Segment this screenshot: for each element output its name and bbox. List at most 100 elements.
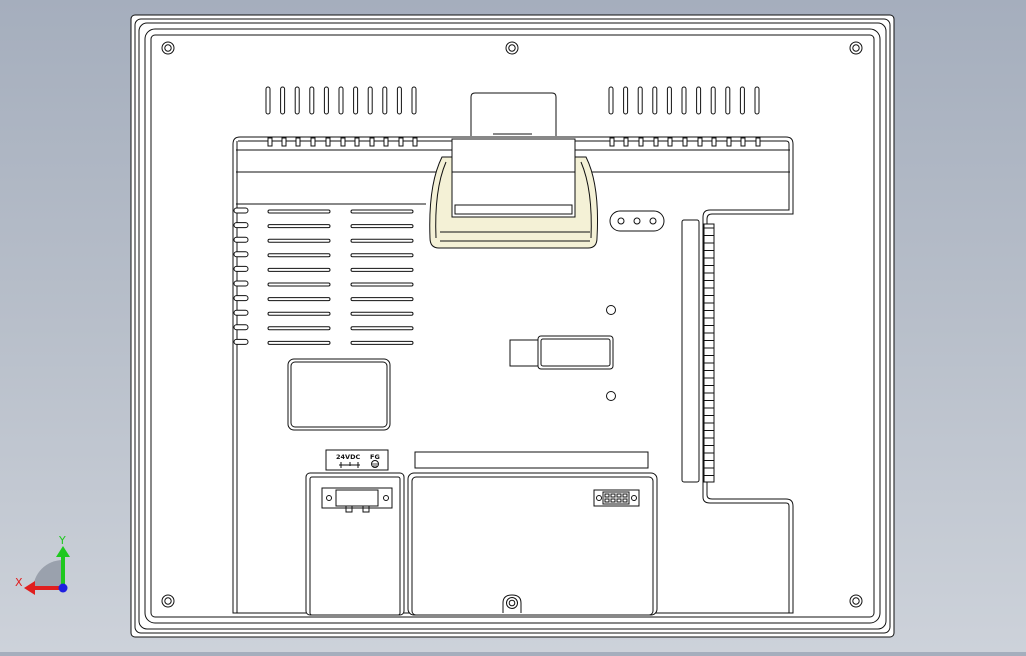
grille-slot	[350, 282, 414, 287]
fg-label: FG	[370, 453, 380, 461]
grille-slot	[350, 253, 414, 258]
housing-peg	[755, 137, 761, 147]
side-nub	[233, 236, 249, 243]
housing-peg	[623, 137, 629, 147]
side-nub	[233, 338, 249, 345]
housing-peg	[267, 137, 273, 147]
housing-peg	[369, 137, 375, 147]
vent-slot	[396, 86, 402, 115]
vent-slot	[754, 86, 760, 115]
housing-peg	[281, 137, 287, 147]
housing-peg	[653, 137, 659, 147]
side-nub	[233, 309, 249, 316]
screw-bottom-right	[849, 594, 863, 608]
housing-peg	[340, 137, 346, 147]
side-nub	[233, 222, 249, 229]
vent-slot	[696, 86, 702, 115]
grille-slot	[350, 297, 414, 302]
vent-slot	[323, 86, 329, 115]
housing-peg	[682, 137, 688, 147]
housing-peg	[711, 137, 717, 147]
side-nub	[233, 251, 249, 258]
power-terminal-compartment	[305, 472, 405, 616]
vent-slot	[608, 86, 614, 115]
grille-slot	[350, 209, 414, 214]
grille-slot	[350, 224, 414, 229]
vent-slot	[411, 86, 417, 115]
comm-port-compartment	[407, 472, 658, 616]
grille-slot	[267, 238, 331, 243]
housing-peg	[638, 137, 644, 147]
right-side-ribs	[703, 223, 715, 483]
side-nubs	[233, 207, 249, 345]
grille-slot	[267, 209, 331, 214]
grille-slot	[267, 253, 331, 258]
screw-top-center	[505, 41, 519, 55]
housing-peg	[412, 137, 418, 147]
indicator-led-panel	[609, 210, 665, 232]
screw-top-left	[161, 41, 175, 55]
housing-peg	[325, 137, 331, 147]
grille-slot	[350, 311, 414, 316]
grille-slot	[350, 340, 414, 345]
vent-slot	[725, 86, 731, 115]
y-axis-arrow	[61, 555, 65, 589]
vent-slot	[353, 86, 359, 115]
side-nub	[233, 280, 249, 287]
grille-slot	[267, 340, 331, 345]
screw-top-right	[849, 41, 863, 55]
vent-slot	[367, 86, 373, 115]
power-label: 24VDC	[336, 453, 360, 461]
vent-slot	[666, 86, 672, 115]
vent-slot	[637, 86, 643, 115]
expansion-slot	[681, 219, 700, 483]
side-nub	[233, 295, 249, 302]
screw-bottom-left	[161, 594, 175, 608]
vent-slot	[309, 86, 315, 115]
grille-slot	[350, 326, 414, 331]
housing-peg	[667, 137, 673, 147]
vent-slot	[623, 86, 629, 115]
vent-slot	[338, 86, 344, 115]
housing-peg	[740, 137, 746, 147]
grille-slot	[267, 267, 331, 272]
side-nub	[233, 265, 249, 272]
serial-port	[593, 489, 640, 507]
housing-peg	[398, 137, 404, 147]
y-axis-label: Y	[58, 534, 66, 547]
side-vent-grille	[267, 209, 414, 345]
x-axis-label: X	[15, 576, 23, 589]
housing-peg	[310, 137, 316, 147]
grille-slot	[350, 267, 414, 272]
label-recess-inner	[290, 361, 388, 428]
vent-slot	[294, 86, 300, 115]
grille-slot	[350, 238, 414, 243]
vent-slots-top-left	[265, 86, 417, 115]
housing-peg	[383, 137, 389, 147]
vent-slot	[280, 86, 286, 115]
housing-peg	[697, 137, 703, 147]
vent-slot	[710, 86, 716, 115]
housing-peg	[295, 137, 301, 147]
side-nub	[233, 324, 249, 331]
center-bracket	[429, 92, 599, 249]
coordinate-triad: Y X	[15, 534, 70, 595]
grille-slot	[267, 224, 331, 229]
label-recess	[287, 358, 391, 431]
vent-slots-top-right	[608, 86, 760, 115]
side-nub	[233, 207, 249, 214]
grille-slot	[267, 311, 331, 316]
grille-slot	[267, 326, 331, 331]
vent-slot	[652, 86, 658, 115]
grille-slot	[267, 282, 331, 287]
housing-top-pegs	[267, 137, 761, 147]
power-label-plate: 24VDC FG	[325, 449, 389, 471]
vent-slot	[681, 86, 687, 115]
vent-slot	[265, 86, 271, 115]
info-label-strip	[414, 451, 649, 469]
housing-peg	[609, 137, 615, 147]
vent-slot	[382, 86, 388, 115]
mount-hole-upper	[606, 305, 616, 315]
